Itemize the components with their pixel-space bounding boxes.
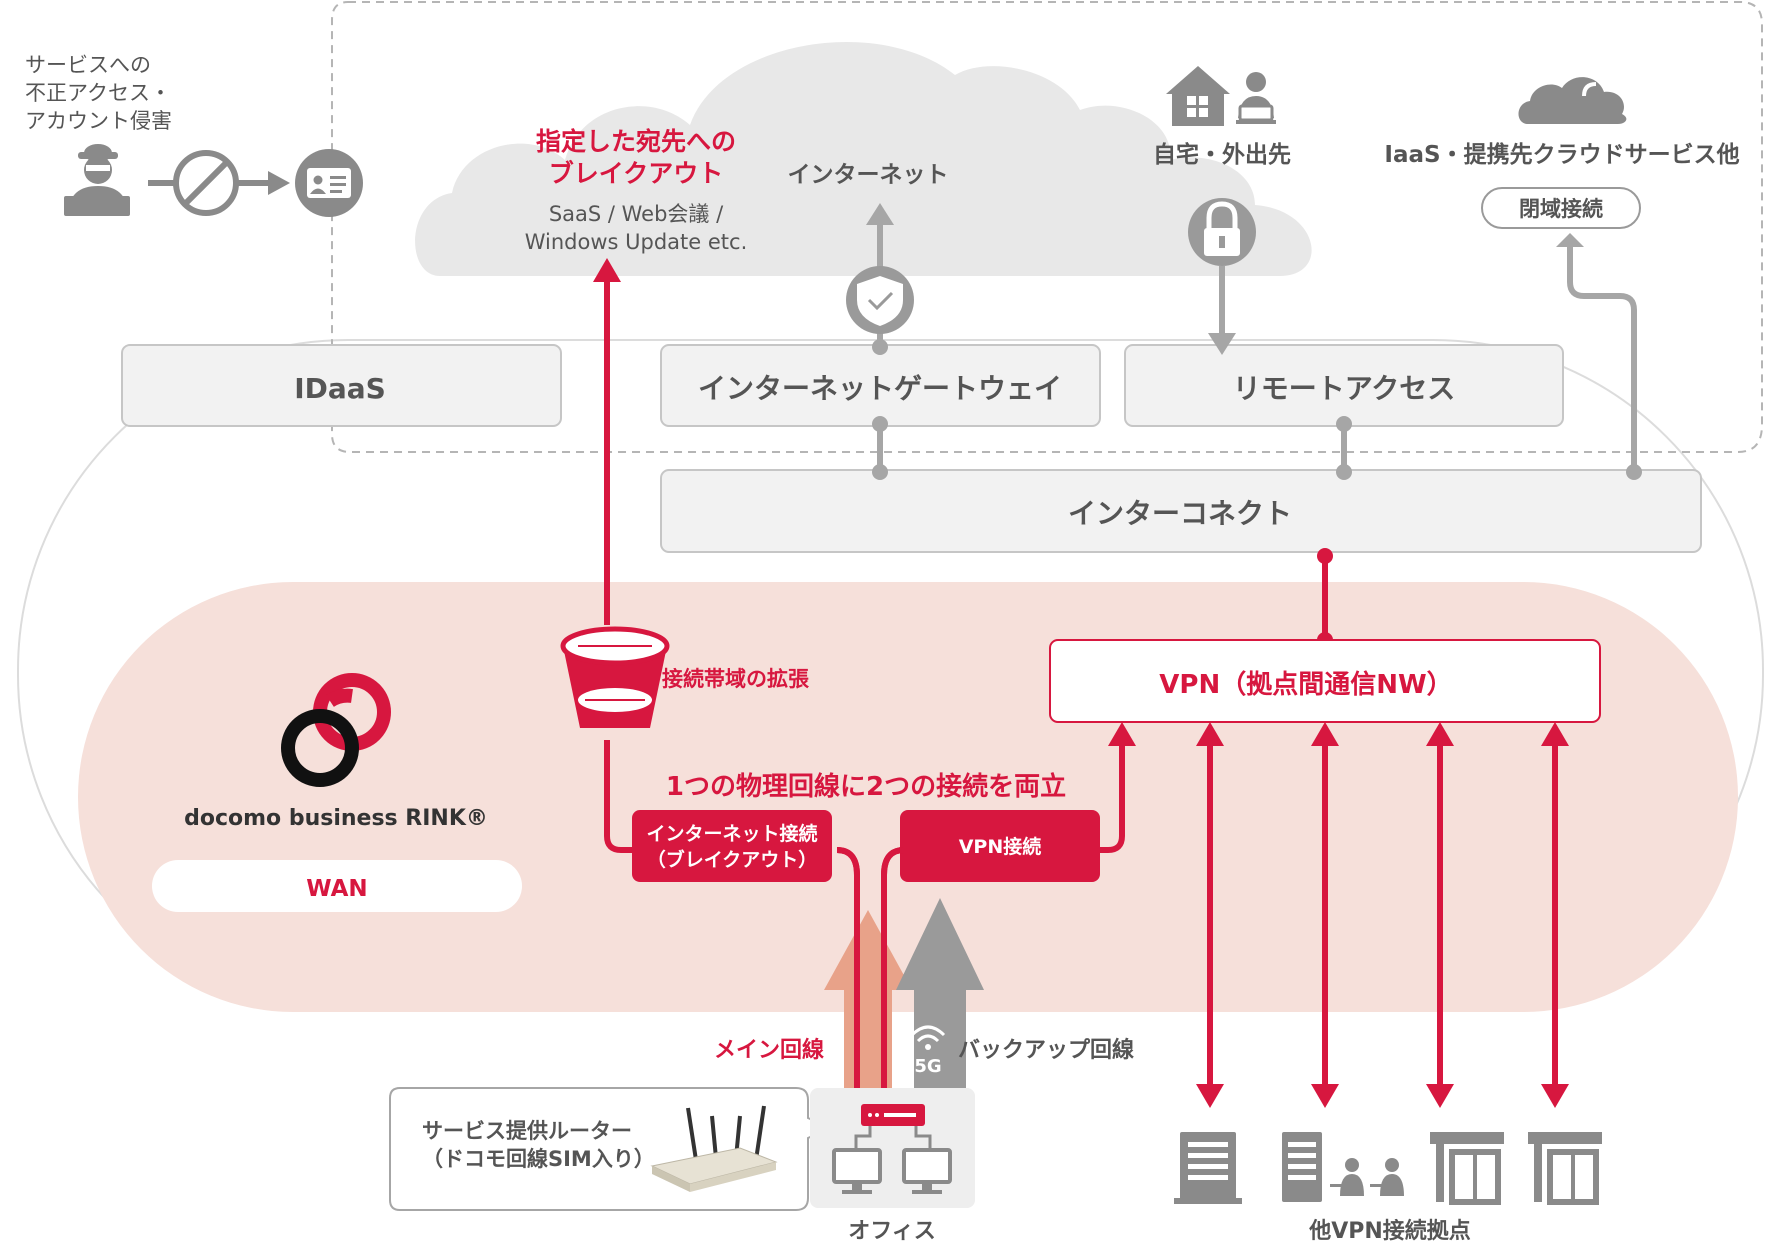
internet-arrow-head xyxy=(866,203,894,225)
internet-cloud xyxy=(415,42,1312,277)
vpn-box xyxy=(1049,639,1601,723)
internet-label: インターネット xyxy=(788,162,949,188)
prohibited-icon xyxy=(173,150,239,216)
threat-label-line-1: サービスへの xyxy=(25,53,151,77)
other-sites-label: 他VPN接続拠点 xyxy=(1308,1218,1471,1244)
gray-connector-dots xyxy=(872,339,1642,480)
router-device-icon xyxy=(650,1105,778,1192)
office-label: オフィス xyxy=(848,1219,936,1244)
lock-icon xyxy=(1188,198,1256,266)
pc-icon-left xyxy=(832,1148,882,1194)
building-icon xyxy=(1174,1132,1242,1204)
gateway-label: インターネットゲートウェイ xyxy=(698,372,1062,405)
idaas-label: IDaaS xyxy=(294,372,386,405)
red-arrow-heads xyxy=(593,258,1569,1108)
threat-arrow-head xyxy=(268,171,290,195)
wan-label: WAN xyxy=(306,876,367,902)
remote-label: リモートアクセス xyxy=(1233,372,1456,405)
pc-icon-right xyxy=(902,1148,952,1194)
hacker-icon xyxy=(64,144,130,216)
cloud-icon-highlight xyxy=(1582,82,1597,97)
brand-label: docomo business RINK® xyxy=(184,806,488,831)
store-icon-2 xyxy=(1528,1132,1602,1205)
threat-label-line-3: アカウント侵害 xyxy=(25,109,172,133)
office-wiring xyxy=(854,1126,932,1150)
main-line-red xyxy=(836,847,905,1090)
vpn-box-label: VPN（拠点間通信NW） xyxy=(1159,669,1452,700)
5g-icon xyxy=(910,1025,946,1050)
closed-pill xyxy=(1481,187,1641,229)
office-router-icon xyxy=(861,1104,925,1126)
backup-line-arrow xyxy=(896,898,984,1090)
shield-icon xyxy=(846,266,914,334)
store-icon-1 xyxy=(1430,1132,1504,1205)
closed-arrow-head xyxy=(1556,233,1584,247)
interconnect-label: インターコネクト xyxy=(1068,497,1292,530)
main-line-arrow-shape xyxy=(824,910,912,1090)
bandwidth-icon xyxy=(560,626,670,728)
rink-logo xyxy=(281,673,391,787)
breakout-sub-line-2: Windows Update etc. xyxy=(525,230,748,254)
breakout-title-line-1: 指定した宛先への xyxy=(536,127,736,156)
red-connectors xyxy=(604,280,1558,1090)
interconnect-box xyxy=(660,469,1702,553)
house-icon xyxy=(1166,66,1230,126)
office-workers-icon xyxy=(1282,1132,1404,1202)
router-label-line-2: （ドコモ回線SIM入り） xyxy=(422,1147,655,1171)
remote-arrow-head xyxy=(1208,333,1236,355)
inet-conn-line-2: （ブレイクアウト） xyxy=(647,848,818,871)
cloud-boundary xyxy=(331,0,1763,453)
idaas-box xyxy=(121,344,562,427)
backup-line-label: バックアップ回線 xyxy=(958,1037,1134,1063)
threat-section: サービスへの 不正アクセス・ アカウント侵害 xyxy=(25,53,363,217)
5g-badge: 5G xyxy=(914,1056,941,1077)
main-line-label: メイン回線 xyxy=(714,1037,824,1063)
vpn-conn-label: VPN接続 xyxy=(959,835,1042,858)
iaas-label: IaaS・提携先クラウドサービス他 xyxy=(1384,141,1739,168)
bandwidth-label: 接続帯域の拡張 xyxy=(662,667,810,691)
cloud-icon xyxy=(1518,77,1627,124)
vpn-conn-box xyxy=(900,810,1100,882)
remote-worker-icon xyxy=(1236,72,1276,124)
router-label-line-1: サービス提供ルーター xyxy=(422,1119,632,1143)
inet-conn-line-1: インターネット接続 xyxy=(646,822,817,845)
id-card-icon xyxy=(295,149,363,217)
breakout-title-line-2: ブレイクアウト xyxy=(549,159,724,188)
home-label: 自宅・外出先 xyxy=(1153,141,1291,168)
inet-conn-box xyxy=(632,810,832,882)
wan-pill xyxy=(152,860,522,912)
threat-label-line-2: 不正アクセス・ xyxy=(25,81,171,105)
dual-label: 1つの物理回線に2つの接続を両立 xyxy=(666,771,1066,802)
closed-label: 閉域接続 xyxy=(1519,197,1603,221)
breakout-sub-line-1: SaaS / Web会議 / xyxy=(549,202,724,226)
